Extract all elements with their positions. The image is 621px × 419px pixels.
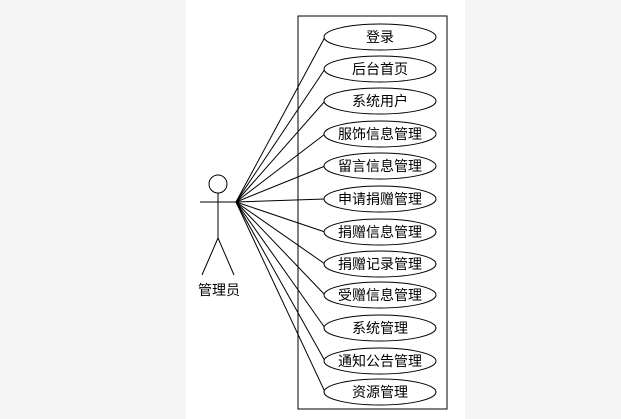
- use-case: 捐赠记录管理: [323, 250, 437, 278]
- use-case-ellipse: [323, 55, 437, 83]
- use-case-ellipse: [323, 23, 437, 51]
- use-case-ellipse: [323, 281, 437, 309]
- use-case-label: 捐赠信息管理: [338, 224, 422, 241]
- association-line: [235, 165, 326, 203]
- association-line: [235, 100, 326, 203]
- use-case-ellipse: [323, 314, 437, 342]
- use-case-label: 资源管理: [352, 385, 408, 401]
- association-line: [235, 68, 326, 203]
- use-case-ellipse: [323, 185, 437, 213]
- use-case-label: 留言信息管理: [338, 158, 422, 175]
- use-case-ellipse: [323, 120, 437, 148]
- use-case-label: 后台首页: [352, 62, 408, 78]
- use-case-label: 捐赠记录管理: [338, 257, 422, 273]
- use-case-label: 申请捐赠管理: [338, 192, 422, 208]
- use-case-ellipse: [323, 152, 437, 180]
- use-case: 服饰信息管理: [323, 120, 437, 148]
- use-case: 留言信息管理: [323, 152, 437, 180]
- use-case-label: 登录: [366, 30, 394, 46]
- actor-left-leg: [201, 237, 219, 276]
- use-case: 捐赠信息管理: [323, 218, 437, 246]
- association-line: [235, 201, 326, 329]
- use-case: 通知公告管理: [323, 347, 437, 375]
- use-case-ellipse: [323, 87, 437, 115]
- use-case: 资源管理: [323, 378, 437, 406]
- use-case-label: 通知公告管理: [338, 353, 422, 370]
- use-case-label: 系统用户: [352, 93, 408, 110]
- use-case: 受赠信息管理: [323, 281, 437, 309]
- actor-right-leg: [217, 237, 235, 276]
- actor-figure: [200, 174, 236, 276]
- use-case-label: 系统管理: [352, 321, 408, 337]
- actor-label: 管理员: [198, 283, 240, 299]
- use-case-ellipse: [323, 378, 437, 406]
- use-case-ellipse: [323, 250, 437, 278]
- use-case-ellipse: [323, 347, 437, 375]
- use-case: 系统用户: [323, 87, 437, 115]
- actor-head: [208, 174, 228, 194]
- association-line: [235, 198, 326, 203]
- association-line: [235, 201, 326, 393]
- use-case: 登录: [323, 23, 437, 51]
- association-line: [235, 201, 326, 296]
- use-case: 后台首页: [323, 55, 437, 83]
- use-case-label: 服饰信息管理: [338, 126, 422, 143]
- association-line: [235, 201, 326, 265]
- use-case: 申请捐赠管理: [323, 185, 437, 213]
- association-lines: [235, 36, 326, 393]
- use-case-ellipse: [323, 218, 437, 246]
- use-case-label: 受赠信息管理: [338, 287, 422, 304]
- association-line: [235, 36, 326, 203]
- association-line: [235, 133, 326, 203]
- use-case-list: 登录后台首页系统用户服饰信息管理留言信息管理申请捐赠管理捐赠信息管理捐赠记录管理…: [323, 23, 437, 406]
- system-boundary: [297, 15, 448, 410]
- use-case: 系统管理: [323, 314, 437, 342]
- association-line: [235, 201, 326, 233]
- association-line: [235, 201, 326, 362]
